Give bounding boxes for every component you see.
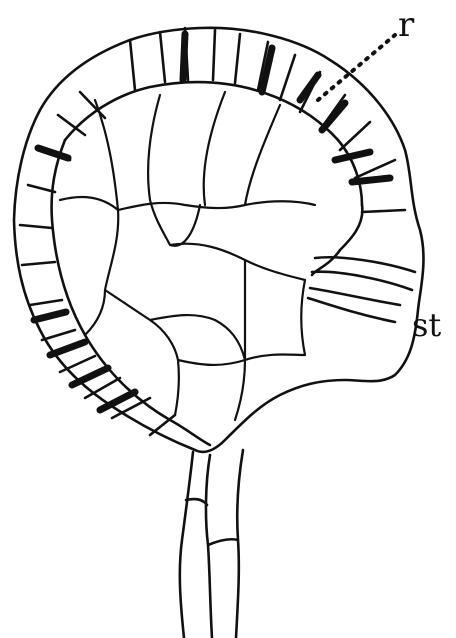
annulus-thick-walls: [34, 34, 390, 410]
label-r: r: [398, 5, 415, 45]
capsule-outline: [52, 140, 363, 445]
label-st: st: [412, 306, 441, 344]
r-leader-line: [318, 35, 395, 100]
annulus-outer-outline: [14, 28, 423, 452]
stalk-outline: [180, 450, 243, 638]
annulus-cell-walls: [20, 28, 405, 435]
